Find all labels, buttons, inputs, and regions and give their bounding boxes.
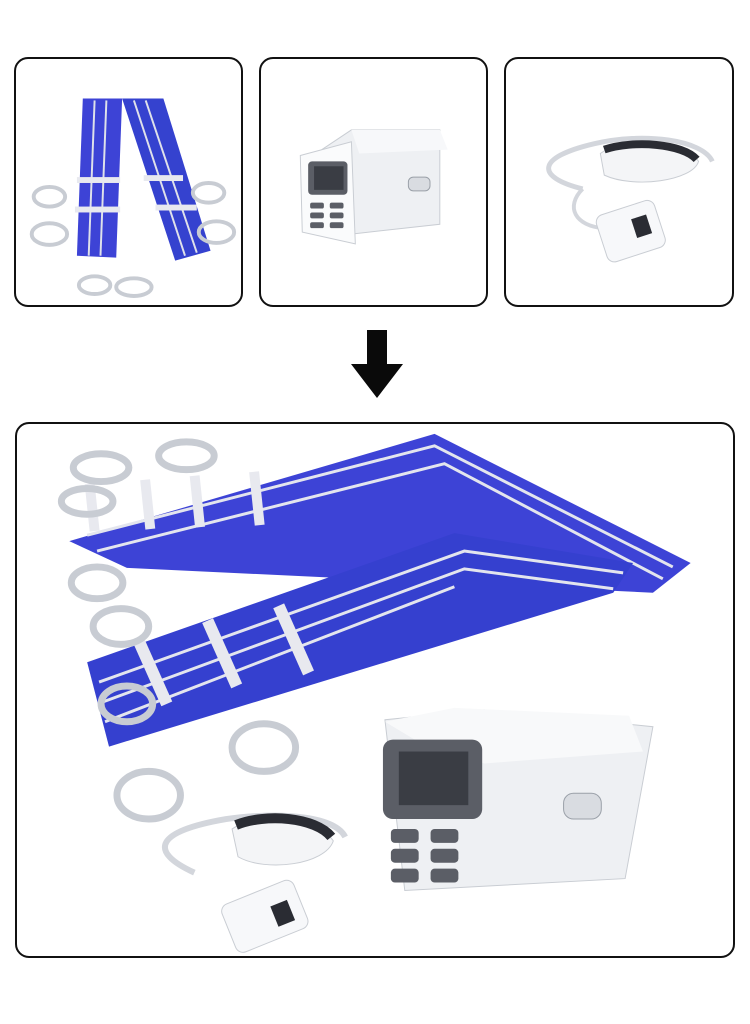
panel-leg-sleeves	[14, 57, 243, 307]
remote	[595, 199, 666, 263]
velcro-straps	[84, 471, 314, 707]
sleeve-lower	[87, 533, 634, 747]
unit-screen	[398, 751, 469, 806]
arrow-down-icon	[351, 330, 403, 398]
screen	[314, 166, 344, 190]
panel-control-unit	[259, 57, 488, 307]
control-unit-image	[299, 129, 448, 245]
handle	[407, 176, 431, 192]
unit-handle	[563, 792, 602, 820]
full-kit-image	[57, 433, 691, 953]
eye-massager-image	[546, 135, 715, 263]
leg-sleeves-image	[29, 98, 237, 298]
panel-eye-massager	[504, 57, 734, 307]
air-hoses	[57, 438, 300, 823]
panel-full-kit	[15, 422, 735, 958]
eye-remote	[221, 879, 309, 953]
